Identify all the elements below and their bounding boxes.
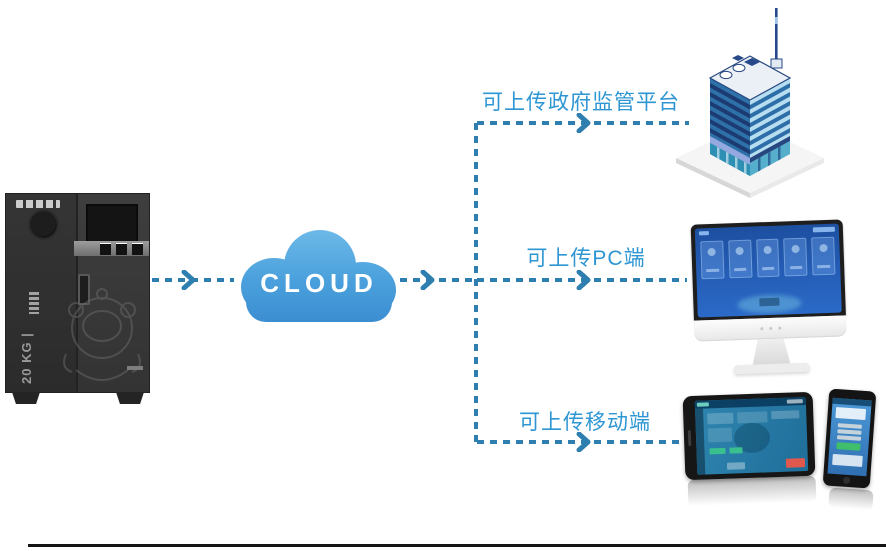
connector-to-mobile xyxy=(477,440,691,444)
phone-ui-row xyxy=(837,429,862,435)
recycling-kiosk-icon: 20 KG | xyxy=(5,193,150,404)
tablet-icon xyxy=(682,391,816,481)
phone-ui-card xyxy=(835,406,867,421)
tablet-ui-red-button xyxy=(785,458,806,468)
phone-ui-row xyxy=(836,435,862,441)
tablet-ui-panel xyxy=(771,410,800,420)
label-pc-branch: 可上传PC端 xyxy=(526,247,646,270)
phone-ui-card xyxy=(832,453,863,467)
tablet-ui-sidebar xyxy=(695,408,706,475)
phone-ui-green-button xyxy=(836,442,861,451)
monitor-screen xyxy=(694,223,842,318)
phone-ui-row xyxy=(837,423,862,429)
machine-slot xyxy=(116,243,127,255)
phone-screen xyxy=(827,397,872,477)
connector-to-pc xyxy=(477,278,687,282)
screen-card xyxy=(783,237,808,277)
screen-topbar-left xyxy=(698,231,710,236)
tablet-speaker xyxy=(687,430,692,447)
monitor-stand-neck xyxy=(752,338,791,365)
government-building-icon xyxy=(676,8,824,198)
tablet-ui-chip xyxy=(696,402,709,407)
arrowhead-icon xyxy=(181,270,196,290)
monitor-chin xyxy=(693,315,847,342)
machine-corner-caption xyxy=(127,366,143,370)
machine-slot-panel xyxy=(74,241,149,256)
tablet-ui-chip xyxy=(786,399,803,404)
connector-to-government xyxy=(477,121,689,125)
machine-side-caption xyxy=(29,292,39,314)
desktop-monitor-icon xyxy=(690,213,847,375)
phone-reflection xyxy=(828,487,874,511)
screen-topbar-right xyxy=(812,226,835,233)
screen-card xyxy=(700,240,725,280)
arrowhead-icon xyxy=(576,113,591,133)
cloud-icon: CLOUD xyxy=(241,230,396,322)
label-mobile-branch: 可上传移动端 xyxy=(519,411,651,434)
screen-card xyxy=(811,236,836,276)
phone-home-button xyxy=(842,476,851,485)
screen-card-row xyxy=(700,236,836,280)
machine-slot xyxy=(100,243,111,255)
arrowhead-icon xyxy=(420,270,435,290)
machine-weight-label: 20 KG | xyxy=(19,332,34,384)
tablet-ui-panel xyxy=(707,427,733,443)
connector-junction-vertical xyxy=(474,123,478,443)
arrowhead-icon xyxy=(576,270,591,290)
tablet-screen xyxy=(694,396,809,475)
connector-cloud-to-junction xyxy=(400,278,474,282)
screen-3d-object xyxy=(759,297,780,307)
machine-mascot-outline xyxy=(63,288,141,381)
tablet-reflection xyxy=(687,475,817,507)
machine-display-screen xyxy=(86,204,138,243)
machine-brand-logo xyxy=(16,200,60,208)
screen-card xyxy=(728,239,753,279)
tablet-ui-panel xyxy=(737,411,768,424)
phone-icon xyxy=(822,388,877,489)
screen-card xyxy=(755,238,780,278)
arrowhead-icon xyxy=(576,432,591,452)
monitor-bezel xyxy=(690,219,846,321)
machine-deposit-hole xyxy=(30,211,57,238)
machine-slot xyxy=(132,243,143,255)
phone-ui-topbar xyxy=(832,397,872,407)
cloud-label: CLOUD xyxy=(260,268,377,298)
monitor-stand-base xyxy=(733,362,810,375)
bottom-divider xyxy=(28,544,886,547)
machine-leg xyxy=(12,392,40,404)
tablet-ui-chip xyxy=(726,462,746,470)
label-government-branch: 可上传政府监管平台 xyxy=(482,91,680,114)
tablet-ui-green-button xyxy=(729,447,743,454)
machine-leg xyxy=(116,392,144,404)
tablet-ui-green-button xyxy=(709,447,726,455)
tablet-ui-panel xyxy=(707,412,734,425)
